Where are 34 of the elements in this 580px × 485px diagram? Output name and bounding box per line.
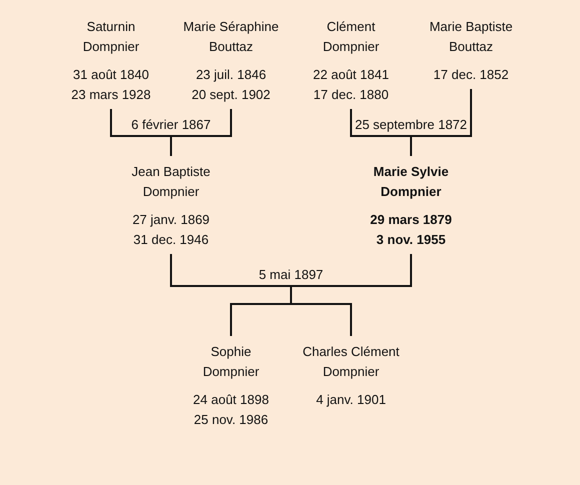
person-name: Saturnin Dompnier: [82, 18, 140, 56]
marriage-date: 6 février 1867: [131, 115, 211, 135]
death-date: 3 nov. 1955: [376, 231, 446, 249]
birth-date: 31 août 1840: [72, 66, 150, 84]
birth-date: 23 juil. 1846: [195, 66, 267, 84]
connector-line: [411, 89, 472, 137]
person-name: Jean Baptiste Dompnier: [131, 163, 211, 201]
connector-line: [171, 109, 232, 137]
birth-date: 22 août 1841: [312, 66, 390, 84]
person-name: Charles Clément Dompnier: [302, 343, 400, 381]
marriage-date: 5 mai 1897: [258, 265, 324, 285]
connector-line: [350, 109, 411, 137]
death-date: 25 nov. 1986: [193, 411, 269, 429]
death-date: 23 mars 1928: [70, 86, 152, 104]
connector-line: [170, 136, 172, 156]
death-date: 31 dec. 1946: [132, 231, 210, 249]
birth-date: 4 janv. 1901: [316, 391, 386, 409]
connector-line: [290, 286, 352, 336]
marriage-date: 25 septembre 1872: [354, 115, 468, 135]
person-name: Marie Sylvie Dompnier: [372, 163, 450, 201]
person-name: Sophie Dompnier: [202, 343, 260, 381]
birth-date: 29 mars 1879: [370, 211, 452, 229]
person-name: Marie Baptiste Bouttaz: [428, 18, 514, 56]
person-name: Marie Séraphine Bouttaz: [182, 18, 280, 56]
connector-line: [291, 254, 412, 287]
death-date: 17 dec. 1880: [312, 86, 390, 104]
connector-line: [170, 254, 291, 287]
birth-date: 27 janv. 1869: [132, 211, 210, 229]
connector-line: [410, 136, 412, 156]
person-name: Clément Dompnier: [322, 18, 380, 56]
death-date: 20 sept. 1902: [191, 86, 271, 104]
connector-line: [110, 109, 171, 137]
birth-date: 24 août 1898: [192, 391, 270, 409]
birth-date: 17 dec. 1852: [432, 66, 510, 84]
